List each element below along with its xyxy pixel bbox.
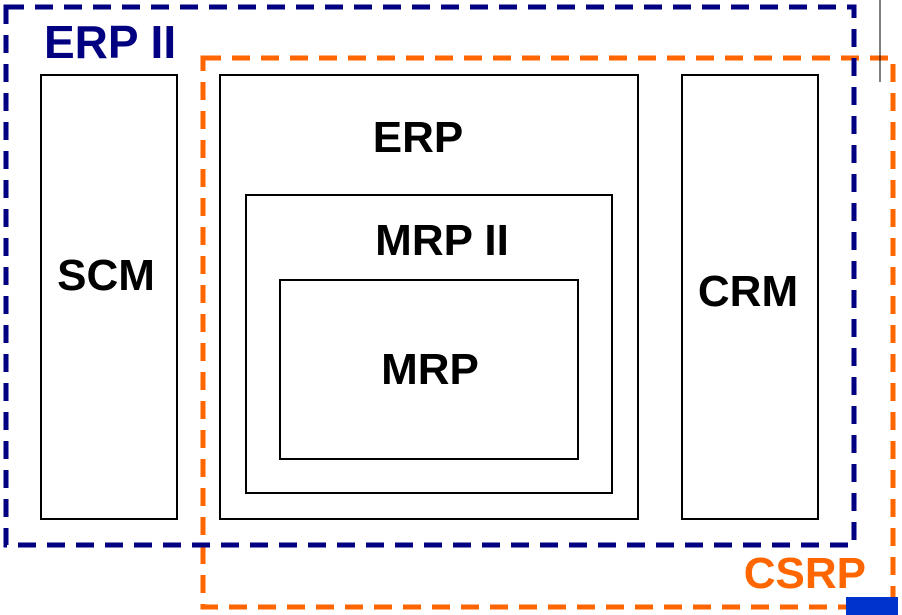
erp-label: ERP bbox=[373, 113, 463, 162]
mrp-label: MRP bbox=[381, 345, 479, 394]
mrp2-label: MRP II bbox=[375, 216, 509, 265]
corner-marker bbox=[846, 597, 898, 615]
crm-box bbox=[681, 74, 819, 520]
csrp-boundary bbox=[200, 55, 896, 610]
scm-label: SCM bbox=[57, 251, 155, 300]
erp2-label: ERP II bbox=[44, 16, 176, 68]
scm-box bbox=[40, 74, 178, 520]
erp2-boundary bbox=[3, 4, 857, 548]
mrp-box bbox=[279, 279, 579, 460]
csrp-label: CSRP bbox=[744, 549, 866, 598]
crm-label: CRM bbox=[698, 267, 798, 316]
